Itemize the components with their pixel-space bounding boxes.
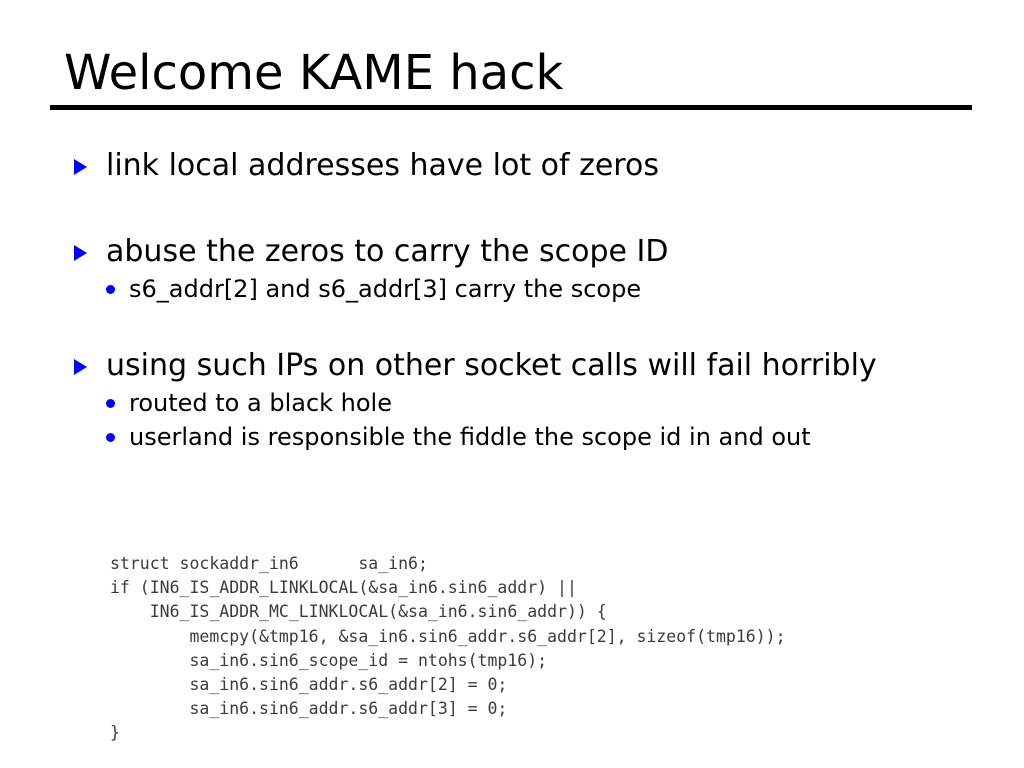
triangle-bullet-icon: [74, 244, 87, 261]
bullet-text: using such IPs on other socket calls wil…: [106, 347, 877, 383]
code-line: sa_in6.sin6_addr.s6_addr[3] = 0;: [110, 699, 508, 719]
dot-bullet-icon: [106, 284, 115, 294]
bullet-item-level2: routed to a black hole: [74, 386, 974, 420]
page-title: Welcome KAME hack: [64, 45, 564, 101]
code-line: }: [110, 723, 120, 743]
code-line: if (IN6_IS_ADDR_LINKLOCAL(&sa_in6.sin6_a…: [110, 578, 577, 598]
spacer: [74, 186, 974, 232]
code-line: struct sockaddr_in6 sa_in6;: [110, 554, 428, 573]
bullet-item-level1: abuse the zeros to carry the scope ID: [74, 232, 974, 272]
bullet-item-level1: link local addresses have lot of zeros: [74, 146, 974, 186]
triangle-bullet-icon: [74, 358, 87, 375]
bullet-item-level2: s6_addr[2] and s6_addr[3] carry the scop…: [74, 272, 974, 306]
dot-bullet-icon: [106, 398, 115, 408]
bullet-text: s6_addr[2] and s6_addr[3] carry the scop…: [129, 274, 642, 303]
triangle-bullet-icon: [74, 159, 87, 175]
spacer: [74, 306, 974, 346]
code-line: memcpy(&tmp16, &sa_in6.sin6_addr.s6_addr…: [110, 626, 786, 646]
code-line: sa_in6.sin6_scope_id = ntohs(tmp16);: [110, 650, 548, 670]
bullet-text: abuse the zeros to carry the scope ID: [106, 233, 669, 269]
code-line: IN6_IS_ADDR_MC_LINKLOCAL(&sa_in6.sin6_ad…: [110, 602, 607, 622]
code-block: struct sockaddr_in6 sa_in6; if (IN6_IS_A…: [110, 552, 786, 746]
code-line: sa_in6.sin6_addr.s6_addr[2] = 0;: [110, 675, 508, 695]
bullet-item-level2: userland is responsible the fiddle the s…: [74, 420, 974, 454]
dot-bullet-icon: [106, 432, 115, 442]
bullet-text: userland is responsible the fiddle the s…: [129, 422, 811, 451]
bullet-item-level1: using such IPs on other socket calls wil…: [74, 346, 974, 386]
slide-body: link local addresses have lot of zeros a…: [74, 146, 974, 454]
title-block: Welcome KAME hack: [50, 45, 972, 110]
bullet-text: link local addresses have lot of zeros: [106, 148, 659, 183]
bullet-text: routed to a black hole: [129, 388, 392, 417]
title-underline-rule: [50, 104, 972, 110]
